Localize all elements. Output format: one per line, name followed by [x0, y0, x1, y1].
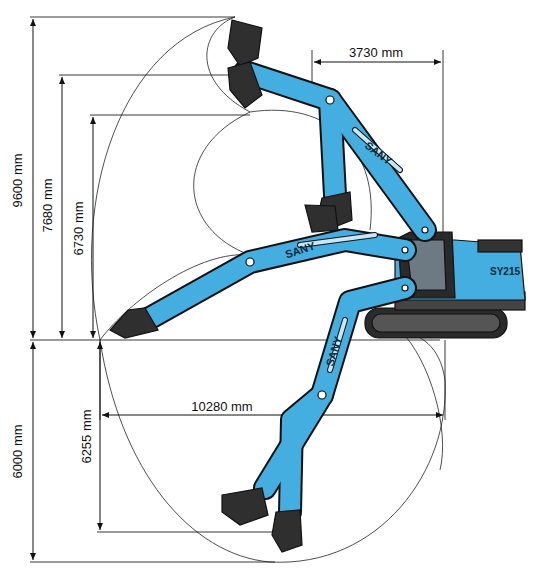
dimension-label: 10280 mm — [189, 400, 254, 413]
dimension-label: 6730 mm — [71, 199, 84, 257]
dimension-label: 6255 mm — [79, 407, 92, 465]
dimension-label: 3730 mm — [347, 46, 405, 59]
dimension-label: 7680 mm — [40, 176, 53, 234]
dimension-label: 6000 mm — [11, 422, 24, 480]
model-label: SY215 — [490, 267, 520, 277]
dimension-label: 9600 mm — [11, 151, 24, 209]
